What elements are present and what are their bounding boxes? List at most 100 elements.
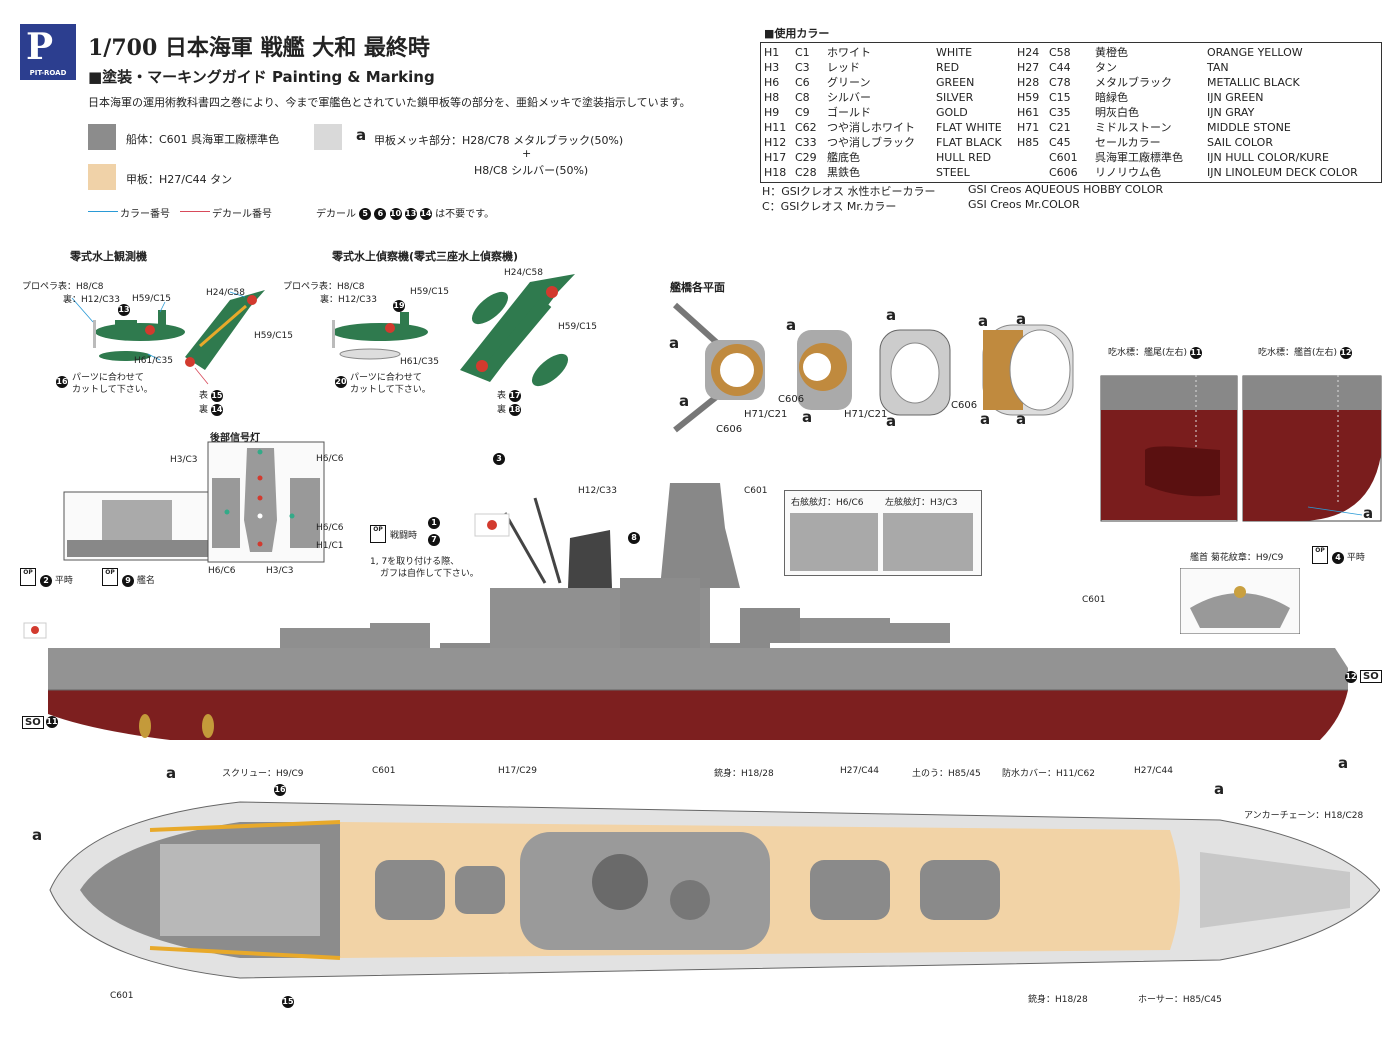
colors-table-cell: つや消しブラック [827,136,915,149]
so-left-icon: SO [22,716,44,729]
aircraft2-cut-note-2: カットして下さい。 [350,385,431,395]
chrysanthemum-label: 艦首 菊花紋章：H9/C9 [1190,553,1284,563]
colors-table-cell: H28 [1017,76,1040,89]
side-a-bottom: a [1338,754,1349,772]
bridge-h71-1: H71/C21 [744,409,788,420]
colors-table-cell: H71 [1017,121,1040,134]
bridge-plan-1 [672,302,765,433]
navigation-lights-box: 右舷舷灯：H6/C6 左舷舷灯：H3/C3 [784,490,982,576]
plan-anchor-chain: アンカーチェーン：H18/C28 [1244,811,1364,821]
colors-table-cell: 黒鉄色 [827,166,860,179]
decal-20: 20 [335,376,347,388]
op-icon-peace-right: OP [1312,546,1328,564]
colors-table-cell: IJN LINOLEUM DECK COLOR [1207,166,1358,179]
side-c601-bow: C601 [1082,595,1106,605]
rising-sun-flags [23,513,510,639]
page-title: 1/700 日本海軍 戦艦 大和 最終時 [88,35,430,61]
draft-stern-panel [1100,375,1238,522]
so-right-icon: SO [1360,670,1382,683]
ship-side-view [23,483,1348,740]
plan-sandbag: 土のう：H85/45 [912,769,981,779]
side-h12: H12/C33 [578,486,617,496]
decal-13: 13 [118,304,130,316]
aircraft1-side-view [93,310,185,361]
signal-overview-box [63,491,215,561]
decal-11: 11 [46,716,58,728]
colors-table-cell: H17 [764,151,787,164]
bridge-a-2: a [679,392,690,410]
colors-table-cell: C62 [795,121,817,134]
signal-lamp-illustration [63,441,325,563]
note-c-en: GSI Creos Mr.COLOR [968,198,1080,211]
bridge-a-9: a [980,410,991,428]
aircraft1-h24: H24/C58 [206,288,245,298]
colors-table-cell: H3 [764,61,780,74]
decal-7: 7 [428,534,440,546]
colors-table-cell: C58 [1049,46,1071,59]
op-icon-peace-left: OP [20,568,36,586]
colors-table-cell: H85 [1017,136,1040,149]
aircraft2-top-view [460,274,575,387]
aircraft2-prop-front: プロペラ表：H8/C8 [283,282,365,292]
colors-table-cell: H8 [764,91,780,104]
colors-table-cell: C3 [795,61,810,74]
bridge-c606-2: C606 [778,394,805,405]
decal-note: デカール 5 6 10 13 14 は不要です。 [316,208,495,220]
plan-hawser: ホーサー：H85/C45 [1138,995,1222,1005]
colors-table-cell: C8 [795,91,810,104]
bridge-a-6: a [886,412,897,430]
pit-road-logo: P PIT-ROAD [20,24,76,80]
colors-table-cell: C6 [795,76,810,89]
colors-table-cell: H24 [1017,46,1040,59]
aircraft1-illustration [71,290,265,385]
decal-19: 19 [393,300,405,312]
aircraft1-prop-back: 裏：H12/C33 [63,295,120,305]
bridge-a-5: a [886,306,897,324]
draft-marks-illustration [1100,375,1382,522]
peace-right: 4 平時 [1332,550,1365,564]
hull-label: 船体：C601 呉海軍工廠標準色 [126,133,280,146]
colors-table-cell: C1 [795,46,810,59]
plating-label-2: H8/C8 シルバー(50%) [474,164,589,177]
aircraft1-h59b: H59/C15 [254,331,293,341]
decal-8: 8 [628,532,640,544]
plan-barrel-bottom: 銃身：H18/28 [1028,995,1088,1005]
colors-table-cell: STEEL [936,166,970,179]
draft-a: a [1363,504,1374,522]
colors-table-cell [1017,165,1039,180]
aircraft2-h61: H61/C35 [400,357,439,367]
colors-table-cell: ミドルストーン [1095,121,1172,134]
colors-table-cell: C28 [795,166,817,179]
plan-h27-mid: H27/C44 [840,766,879,776]
colors-table-cell: つや消しホワイト [827,121,915,134]
draft-bow-panel [1242,375,1382,522]
description: 日本海軍の運用術教科書四之巻により、今まで軍艦色とされていた鎖甲板等の部分を、亜… [88,96,691,109]
bridge-h71-2: H71/C21 [844,409,888,420]
decal-1: 1 [428,517,440,529]
color-number-label: カラー番号 [120,209,170,220]
colors-table-cell: FLAT BLACK [936,136,1002,149]
aircraft2-cut-note-1: パーツに合わせて [350,373,422,383]
bridge-c606-3: C606 [951,400,978,411]
plan-a-left: a [32,826,43,844]
colors-table-cell: H1 [764,46,780,59]
flag-note-1: 1, 7を取り付ける際、 [370,557,460,567]
left-jp-column: ホワイトレッドグリーンシルバーゴールドつや消しホワイトつや消しブラック艦底色黒鉄… [827,45,915,180]
decal-line-sample [180,211,210,212]
aircraft1-cut-note-1: パーツに合わせて [72,373,144,383]
decal-12: 12 [1345,671,1357,683]
colors-table-cell: メタルブラック [1095,76,1172,89]
colors-table-cell: 呉海軍工廠標準色 [1095,151,1183,164]
deck-stripes [149,820,341,960]
decal-3: 3 [493,453,505,465]
aircraft1-front: 表 15 [199,389,223,402]
aircraft2-illustration [332,274,575,387]
aircraft1-prop-front: プロペラ表：H8/C8 [22,282,104,292]
plus-sign: + [522,147,532,160]
deck-label: 甲板：H27/C44 タン [126,173,233,186]
decal-number-label: デカール番号 [212,209,272,220]
aircraft2-back: 裏 18 [497,403,521,416]
